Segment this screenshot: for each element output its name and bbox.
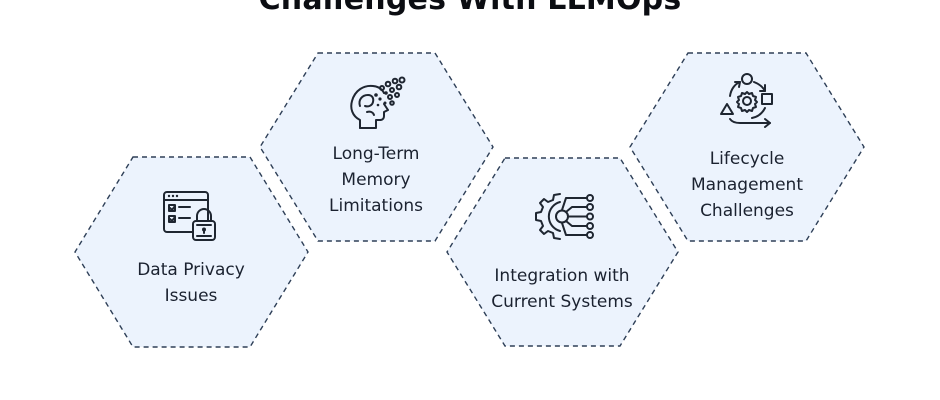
label-integration: Integration with Current Systems bbox=[462, 263, 662, 315]
hexagon-integration bbox=[446, 157, 679, 347]
lifecycle-cycle-icon bbox=[718, 72, 780, 128]
hexagon-data-privacy bbox=[74, 156, 309, 348]
label-lifecycle: Lifecycle Management Challenges bbox=[647, 146, 847, 224]
label-data-privacy: Data Privacy Issues bbox=[91, 257, 291, 309]
label-line: Limitations bbox=[329, 196, 423, 216]
browser-lock-icon bbox=[162, 190, 224, 246]
label-line: Current Systems bbox=[491, 292, 633, 312]
hexagon-long-term-memory bbox=[259, 52, 494, 242]
label-line: Lifecycle bbox=[709, 149, 785, 169]
head-memory-icon bbox=[346, 76, 408, 132]
label-line: Integration with bbox=[494, 266, 630, 286]
diagram-title: Challenges With LLMOps bbox=[0, 0, 940, 18]
label-long-term-memory: Long-Term Memory Limitations bbox=[276, 141, 476, 219]
label-line: Issues bbox=[164, 286, 218, 306]
label-line: Long-Term bbox=[332, 144, 420, 164]
gear-circuit-icon bbox=[534, 188, 596, 246]
label-line: Challenges bbox=[700, 201, 794, 221]
label-line: Memory bbox=[341, 170, 411, 190]
label-line: Management bbox=[691, 175, 803, 195]
label-line: Data Privacy bbox=[137, 260, 245, 280]
hexagon-lifecycle bbox=[629, 52, 865, 242]
